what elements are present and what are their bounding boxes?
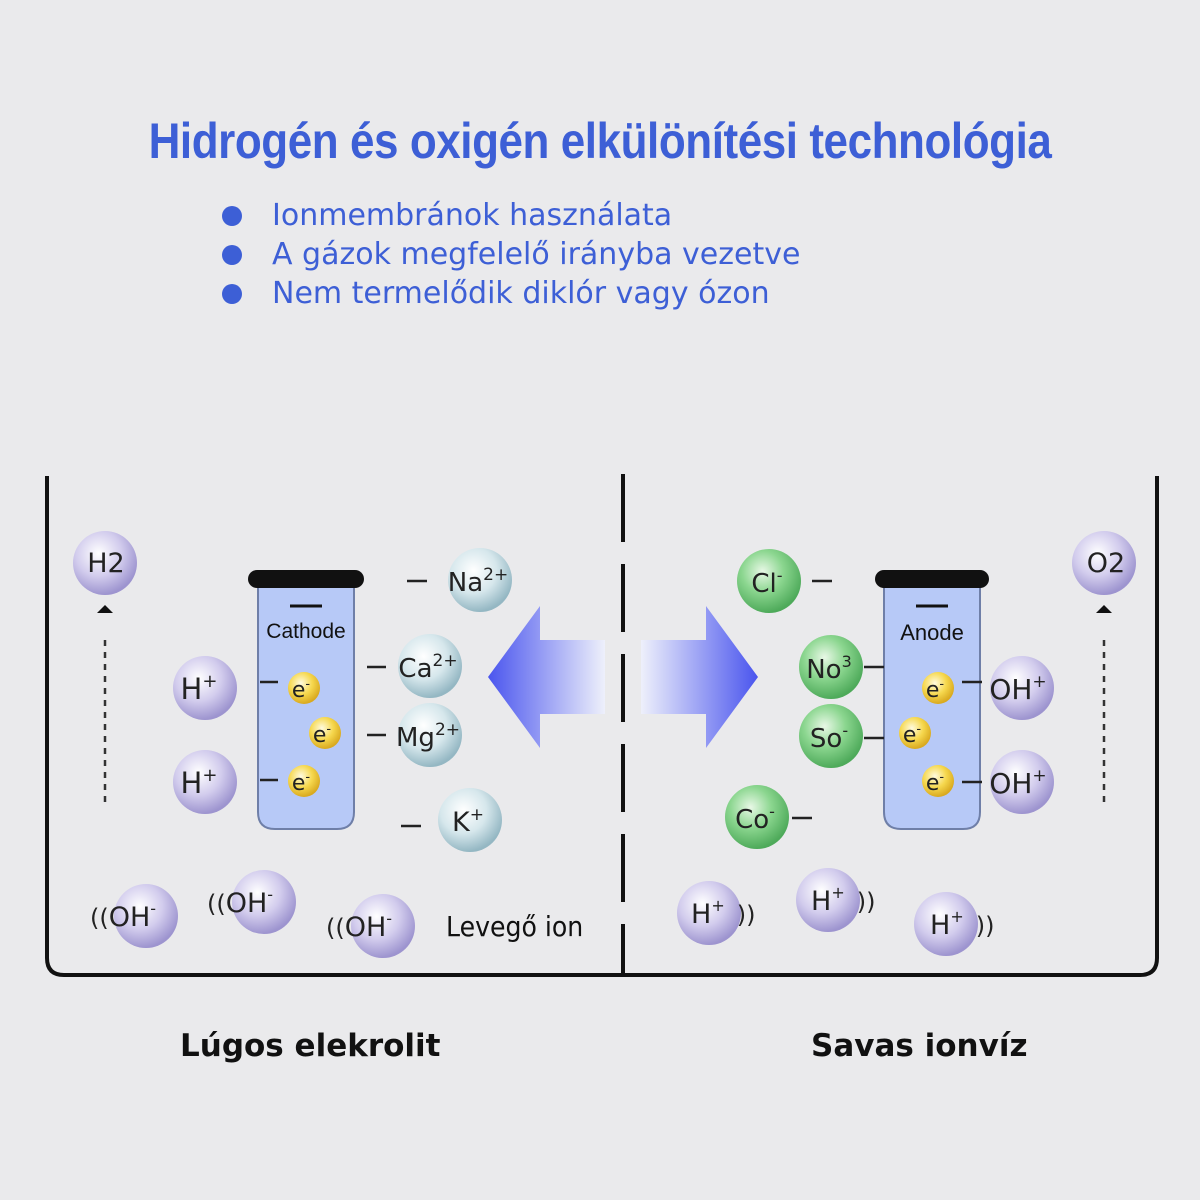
anode-label: Anode [900,620,964,645]
electron: e- [899,717,931,749]
chloride-ion: Cl- [737,549,801,613]
alkaline-electrolyte-caption: Lúgos elekrolit [180,1028,441,1064]
hydrogen-air-ion: H+)) [677,881,755,945]
hydroxide-air-ion: ((OH- [90,884,178,948]
svg-text:e-: e- [292,677,311,703]
nitrate-ion: No3 [799,635,863,699]
anode-electrode: Anode [875,570,989,830]
hydroxide-air-ion: ((OH- [207,870,296,934]
svg-text:OH+: OH+ [989,672,1046,706]
right-flow-arrow-icon [641,606,758,748]
feature-text: Nem termelődik diklór vagy ózon [272,276,770,311]
svg-text:e-: e- [926,677,945,703]
cathode-label: Cathode [266,620,345,643]
electron: e- [922,765,954,797]
svg-text:H+)): H+)) [811,883,875,917]
svg-text:Cl-: Cl- [751,566,782,599]
svg-text:H+)): H+)) [930,907,994,941]
oxygen-rise-indicator [1096,605,1112,805]
feature-text: A gázok megfelelő irányba vezetve [272,237,801,272]
svg-text:((OH-: ((OH- [326,909,392,943]
svg-text:H2: H2 [87,548,124,579]
svg-text:O2: O2 [1087,548,1125,579]
hydroxide-ion: OH+ [989,750,1054,814]
svg-text:K+: K+ [452,805,484,838]
svg-text:e-: e- [926,770,945,796]
page-title: Hidrogén és oxigén elkülönítési technoló… [148,113,1052,169]
feature-text: Ionmembránok használata [272,198,673,233]
feature-item: A gázok megfelelő irányba vezetve [222,235,800,274]
svg-text:No3: No3 [806,652,852,685]
cathode-electrode: Cathode [248,570,364,830]
sulfate-ion: So- [799,704,863,768]
svg-text:e-: e- [903,722,922,748]
electron: e- [922,672,954,704]
magnesium-ion: Mg2+ [396,703,462,767]
acidic-ionized-water-caption: Savas ionvíz [811,1028,1028,1064]
svg-text:So-: So- [810,721,848,754]
svg-text:H+: H+ [181,671,218,706]
svg-text:e-: e- [292,770,311,796]
svg-text:OH+: OH+ [989,766,1046,800]
tank-outline [45,476,1159,977]
bond-lines [260,579,982,828]
hydrogen-air-ion: H+)) [914,892,994,956]
svg-text:Mg2+: Mg2+ [396,720,460,753]
hydroxide-air-ion: ((OH- [326,894,415,958]
hydrogen-rise-indicator [97,605,113,805]
bullet-dot-icon [222,205,242,226]
svg-text:e-: e- [313,722,332,748]
feature-item: Nem termelődik diklór vagy ózon [222,274,800,313]
svg-text:Ca2+: Ca2+ [398,651,457,684]
hydrogen-gas-molecule: H2 [73,531,137,595]
svg-text:H+: H+ [181,765,218,800]
svg-text:((OH-: ((OH- [90,899,156,933]
hydroxide-ion: OH+ [989,656,1054,720]
bullet-dot-icon [222,244,242,265]
electron: e- [288,765,320,797]
electron: e- [309,717,341,749]
potassium-ion: K+ [438,788,502,852]
sodium-ion: Na2+ [448,548,512,612]
feature-list: Ionmembránok használata A gázok megfelel… [222,196,800,313]
bullet-dot-icon [222,283,242,304]
svg-text:Co-: Co- [735,802,775,835]
svg-text:H+)): H+)) [691,896,755,930]
oxygen-gas-molecule: O2 [1072,531,1136,595]
calcium-ion: Ca2+ [398,634,462,698]
left-flow-arrow-icon [488,606,605,748]
svg-text:Na2+: Na2+ [448,565,508,598]
hydrogen-air-ion: H+)) [796,868,875,932]
hydrogen-ion: H+ [173,750,237,814]
svg-text:((OH-: ((OH- [207,885,273,919]
hydrogen-ion: H+ [173,656,237,720]
feature-item: Ionmembránok használata [222,196,800,235]
electron: e- [288,672,320,704]
air-ion-label: Levegő ion [446,911,583,944]
carbonate-ion: Co- [725,785,789,849]
